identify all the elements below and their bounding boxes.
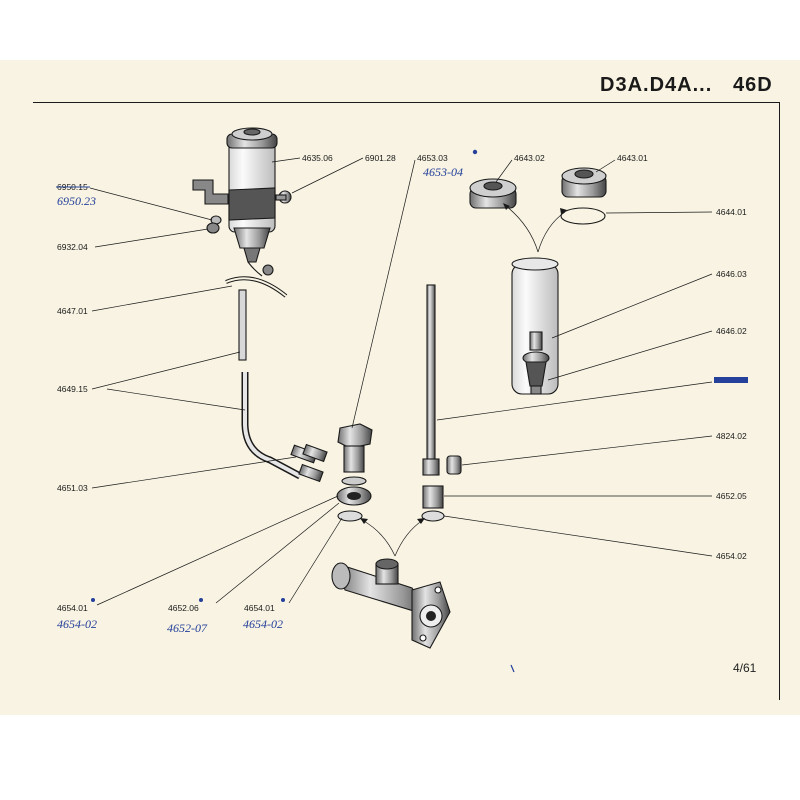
feed-pipe-assembly: [421, 284, 462, 522]
flange-hole-bottom: [419, 634, 427, 642]
revision-dot: [281, 598, 285, 602]
pipe-nut-right: [422, 458, 440, 476]
revision-dot: [91, 598, 95, 602]
reservoir-outlet: [233, 227, 271, 249]
pipe-nut: [298, 463, 324, 483]
part-label-4824-02: 4824.02: [716, 431, 747, 441]
hose-clip: [247, 261, 263, 277]
mounting-bracket: [192, 179, 229, 205]
part-label-4652-05: 4652.05: [716, 491, 747, 501]
part-label-4635-06: 4635.06: [302, 153, 333, 163]
cylinder-end: [331, 562, 351, 590]
plug-screw: [446, 455, 462, 475]
part-label-4651-03: 4651.03: [57, 483, 88, 493]
header-rule: [33, 102, 780, 103]
revision-dot: [472, 149, 478, 155]
reservoir-assembly: [192, 127, 278, 277]
scribbled-out-label: [714, 377, 748, 383]
model-code: D3A.D4A...: [600, 74, 713, 96]
part-label-4653-03: 4653.03: [417, 153, 448, 163]
reservoir-nipple: [243, 247, 261, 263]
part-label-4644-01: 4644.01: [716, 207, 747, 217]
part-label-4646-02: 4646.02: [716, 326, 747, 336]
margin-rule: [779, 102, 780, 700]
part-label-4643-02: 4643.02: [514, 153, 545, 163]
page-number: 4/61: [733, 661, 757, 675]
part-label-6932-04: 6932.04: [57, 242, 88, 252]
feed-pipe: [426, 284, 436, 464]
hose-upper: [238, 289, 247, 361]
nut: [206, 222, 220, 234]
handwritten-4654-02-mid: 4654-02: [243, 617, 283, 631]
seal-washer: [421, 510, 445, 522]
reservoir-strap: [228, 187, 276, 221]
filler-caps: [469, 167, 607, 225]
leader-lines: [89, 157, 713, 606]
strainer-filter: [525, 361, 547, 387]
hose-curve: [225, 276, 288, 298]
flange-hole-top: [434, 586, 442, 594]
part-number-labels: 4635.06 6901.28 4653.03 4643.02 4643.01 …: [56, 153, 748, 613]
section-code: 46D: [733, 74, 773, 96]
reservoir-bowl: [511, 257, 559, 395]
handwritten-4654-02-left: 4654-02: [57, 617, 97, 631]
pipe-fitting: [302, 443, 328, 463]
upper-washer: [341, 476, 367, 486]
part-label-4643-01: 4643.01: [617, 153, 648, 163]
revision-dot: [199, 598, 203, 602]
banjo-bolt-thread: [343, 445, 365, 473]
part-label-4654-01-mid: 4654.01: [244, 603, 275, 613]
handwritten-4653-04: 4653-04: [423, 165, 463, 179]
cap-seal-ring: [560, 207, 606, 225]
strainer-top: [529, 331, 543, 351]
banjo-bolt-head: [337, 423, 373, 449]
handwritten-4652-07: 4652-07: [167, 621, 208, 635]
part-label-4649-15: 4649.15: [57, 384, 88, 394]
handwritten-corrections: 6950.23 4653-04 4654-02 4652-07 4654-02: [57, 149, 515, 673]
supply-hose: [225, 276, 302, 480]
banjo-bolt-assembly: [336, 423, 373, 522]
lower-washer: [337, 510, 363, 522]
clip-screw: [262, 264, 274, 276]
part-label-6901-28: 6901.28: [365, 153, 396, 163]
bolt-shank: [275, 194, 287, 201]
part-label-4654-01-left: 4654.01: [57, 603, 88, 613]
handwritten-6950-23: 6950.23: [57, 194, 96, 208]
part-label-4652-06: 4652.06: [168, 603, 199, 613]
part-label-4647-01: 4647.01: [57, 306, 88, 316]
assembly-arrows: [360, 203, 567, 557]
cap-vent: [243, 128, 261, 136]
part-label-4654-02: 4654.02: [716, 551, 747, 561]
master-cylinder: [331, 558, 451, 649]
adapter-fitting: [422, 485, 444, 509]
part-label-4646-03: 4646.03: [716, 269, 747, 279]
pen-mark: [510, 664, 515, 673]
